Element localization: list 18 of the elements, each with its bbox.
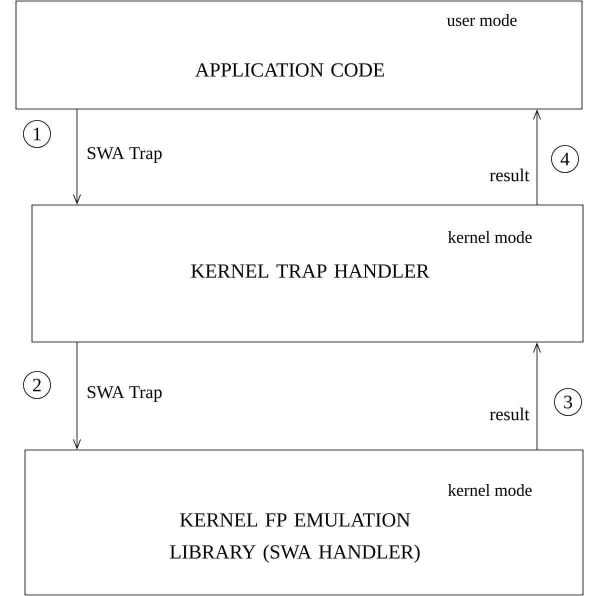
box-title: KERNEL FP EMULATION LIBRARY (SWA HANDLER) — [170, 513, 420, 563]
edge-label: SWA Trap — [88, 386, 162, 402]
step-number: 2 — [23, 371, 51, 399]
step-number: 3 — [554, 388, 582, 416]
arrow — [533, 109, 541, 205]
box-title: KERNEL TRAP HANDLER — [191, 264, 430, 278]
step-number: 1 — [23, 120, 51, 148]
arrow — [533, 342, 541, 450]
edge-label: result — [490, 168, 530, 182]
edge-label: SWA Trap — [88, 147, 162, 163]
box-title: APPLICATION CODE — [195, 63, 384, 77]
arrow — [73, 342, 81, 450]
mode-label: kernel mode — [448, 484, 532, 496]
step-number: 4 — [551, 145, 579, 173]
mode-label: user mode — [447, 14, 517, 26]
edge-label: result — [490, 408, 530, 420]
mode-label: kernel mode — [448, 231, 532, 243]
arrow — [73, 109, 81, 205]
